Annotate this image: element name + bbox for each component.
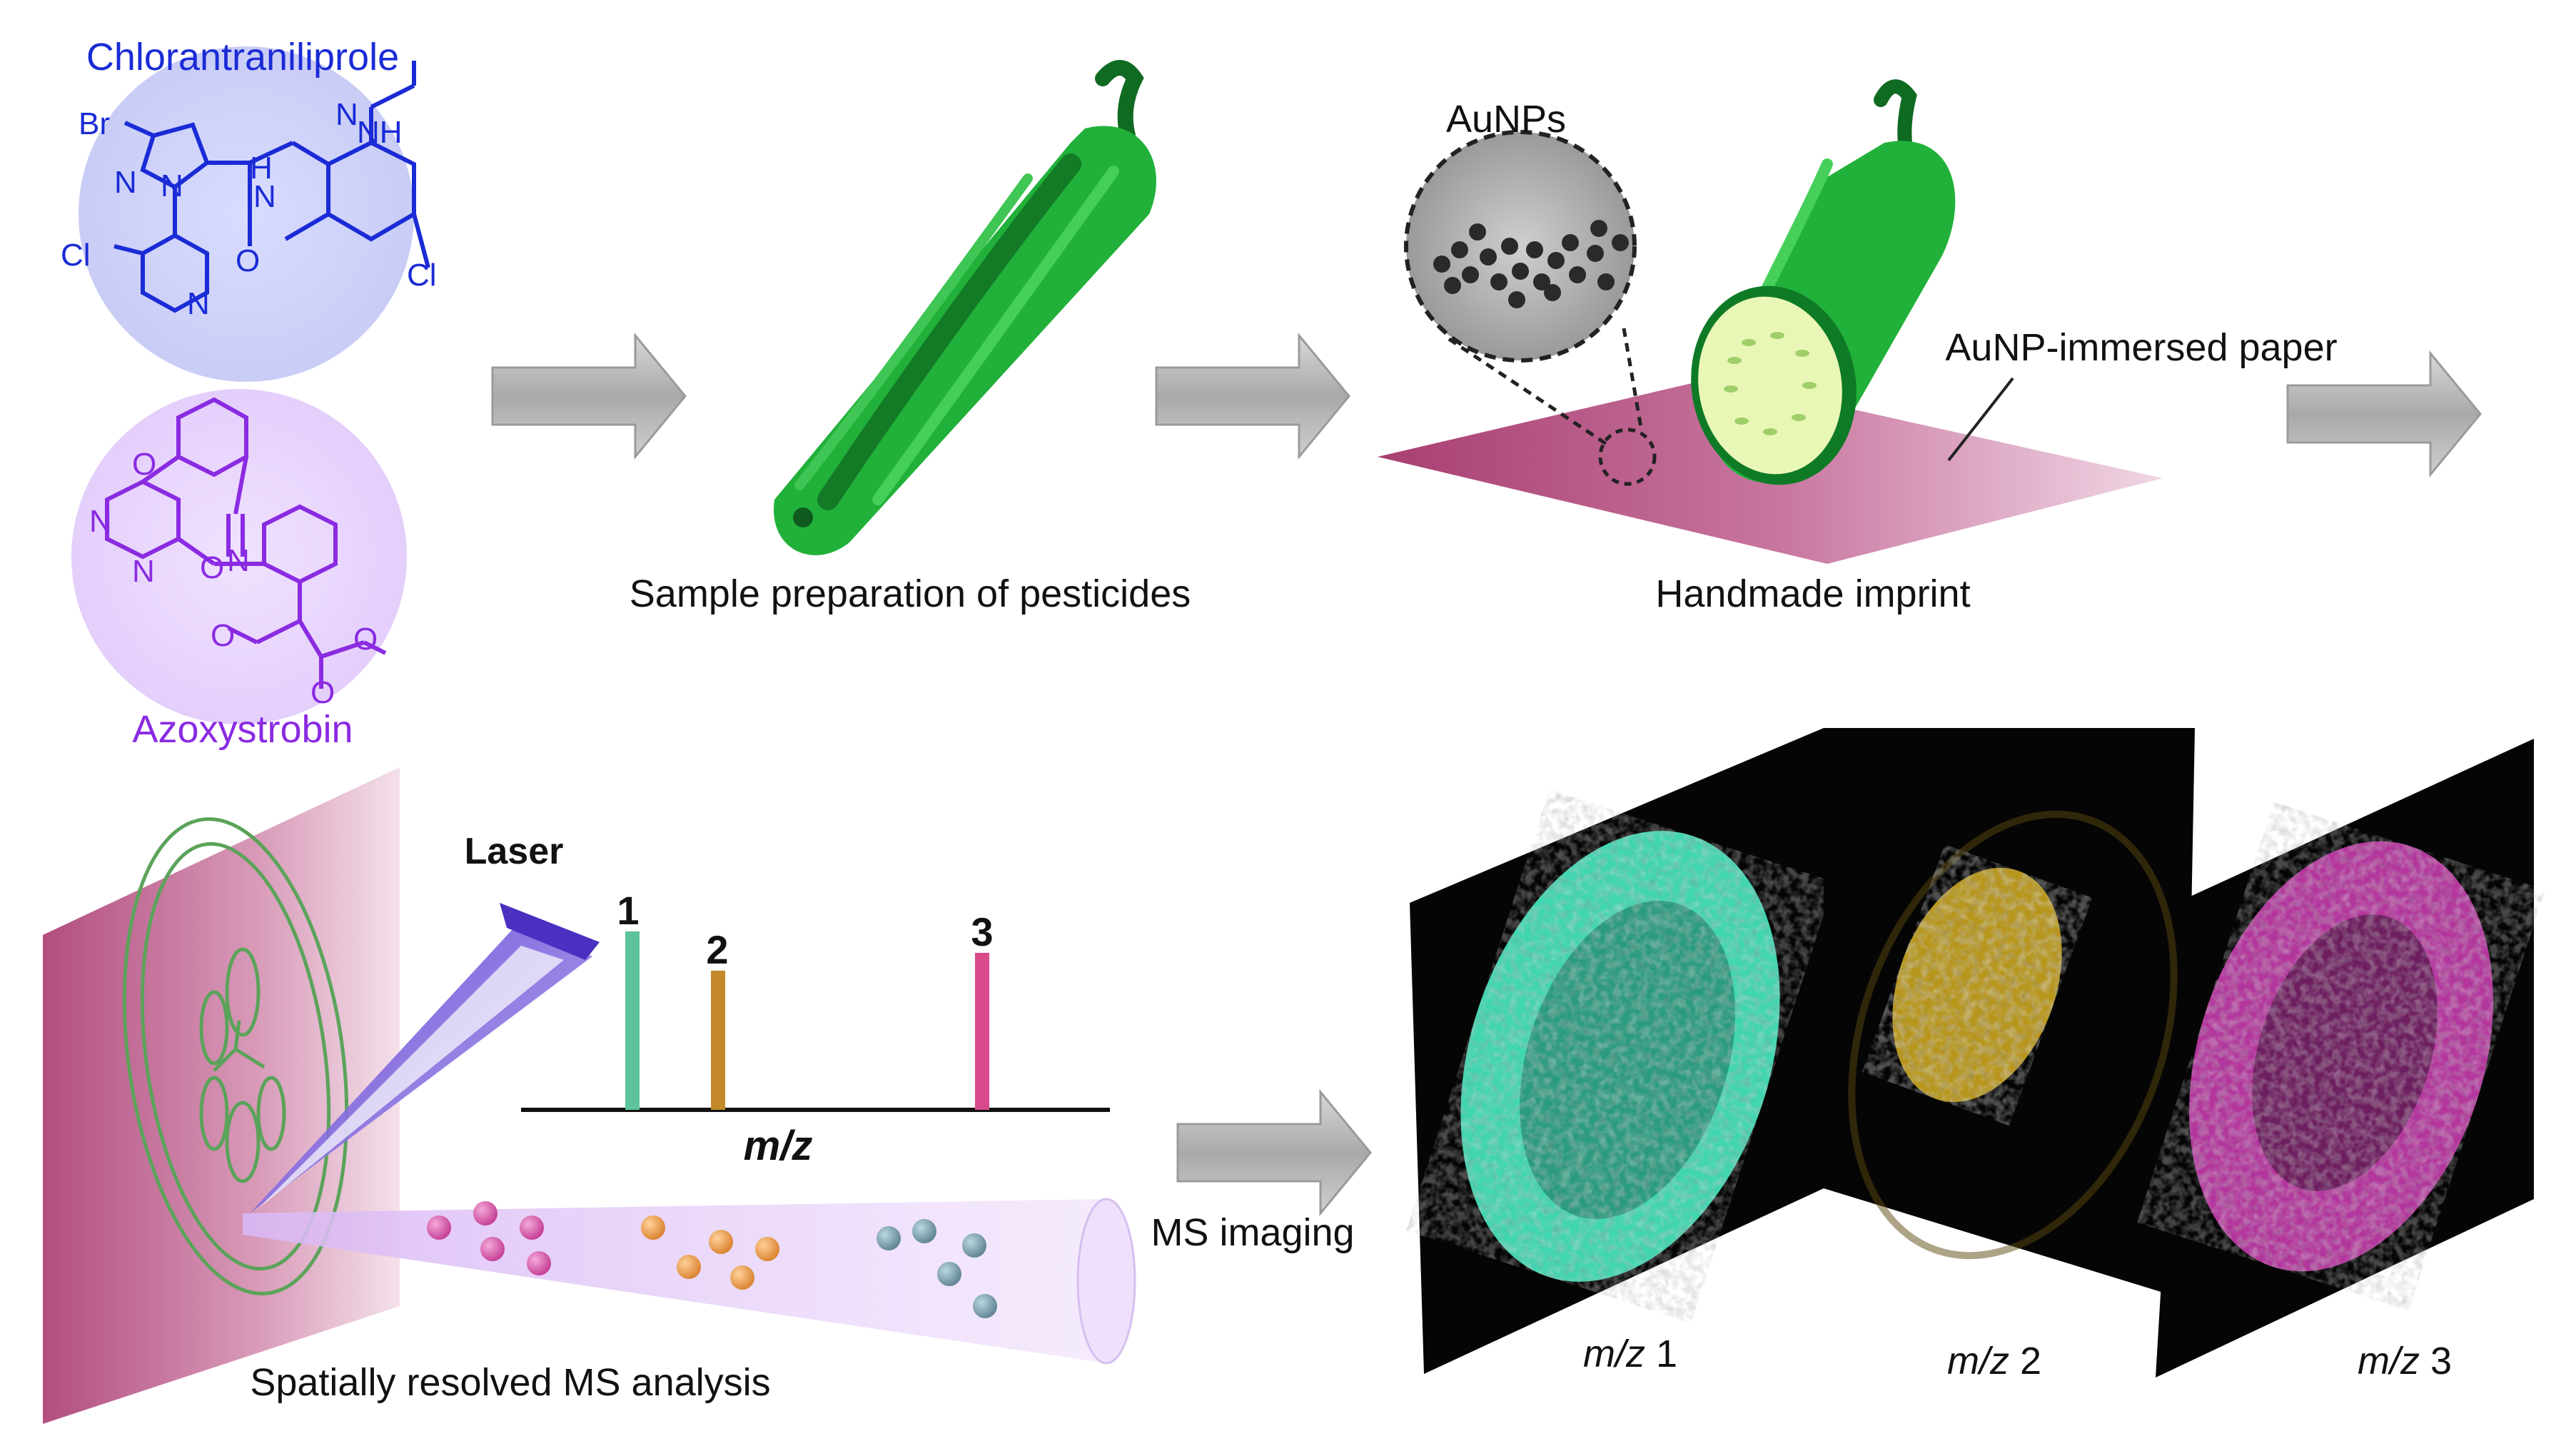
chlorantraniliprole-atoms: Br N N N Cl O H N NH Cl N xyxy=(61,97,437,321)
svg-text:Cl: Cl xyxy=(407,258,437,293)
ms-image-1 xyxy=(1410,728,1824,1374)
svg-text:Cl: Cl xyxy=(61,238,91,273)
azoxystrobin-atoms: O N N N O O O O xyxy=(89,447,378,710)
laser-label: Laser xyxy=(465,831,564,872)
svg-text:m/z: m/z xyxy=(2358,1340,2420,1382)
arrow-3 xyxy=(2286,350,2482,478)
ions-pink xyxy=(427,1201,551,1275)
chlorantraniliprole-structure xyxy=(113,61,430,313)
sample-prep-label: Sample preparation of pesticides xyxy=(630,572,1191,615)
tem-inset xyxy=(1404,130,1637,363)
svg-text:O: O xyxy=(200,550,224,585)
svg-text:N: N xyxy=(89,504,112,539)
aunps-label: AuNPs xyxy=(1446,98,1566,141)
paper-label: AuNP-immersed paper xyxy=(1945,326,2337,369)
ms-imaging-label: MS imaging xyxy=(1151,1211,1354,1254)
arrow-1 xyxy=(491,332,687,460)
svg-text:N: N xyxy=(132,554,155,589)
zoom-spot xyxy=(1598,428,1657,486)
ms-image-1-caption: m/z 1 xyxy=(1583,1333,1677,1375)
svg-text:N: N xyxy=(187,286,210,321)
chlorantraniliprole-panel: Chlorantraniliprole Br N N N xyxy=(61,36,437,382)
spectrum-peak-1-label: 1 xyxy=(617,888,639,933)
ms-image-2-caption: m/z 2 xyxy=(1947,1340,2041,1382)
ms-analysis-label: Spatially resolved MS analysis xyxy=(250,1361,770,1404)
sample-plate xyxy=(43,767,400,1424)
imprint-label: Handmade imprint xyxy=(1655,572,1970,615)
svg-text:O: O xyxy=(211,618,235,653)
ms-image-3-caption: m/z 3 xyxy=(2358,1340,2452,1382)
svg-text:H: H xyxy=(250,151,273,186)
nanoparticles xyxy=(1433,220,1629,308)
svg-text:O: O xyxy=(132,447,156,482)
svg-text:Br: Br xyxy=(79,106,110,141)
laser-beam xyxy=(250,903,600,1213)
ions-grey xyxy=(877,1219,997,1318)
azoxystrobin-name: Azoxystrobin xyxy=(132,708,353,751)
svg-text:m/z: m/z xyxy=(1947,1340,2009,1382)
spectrum-peak-2 xyxy=(711,971,725,1110)
spectrum-axis-label: m/z xyxy=(744,1123,813,1169)
spectrum-peak-3 xyxy=(975,953,989,1110)
paper-pointer-line xyxy=(1947,377,2014,462)
svg-text:N: N xyxy=(253,179,276,214)
chlorantraniliprole-backdrop xyxy=(79,46,414,382)
spectrum-peak-1 xyxy=(625,931,640,1110)
ms-image-2 xyxy=(1824,728,2195,1299)
ions-orange xyxy=(641,1215,779,1290)
svg-text:N: N xyxy=(335,97,358,132)
svg-text:3: 3 xyxy=(2430,1340,2452,1382)
arrow-4 xyxy=(1176,1088,1372,1217)
azoxystrobin-panel: O N N N O O O O Azoxystrobin xyxy=(71,389,407,751)
arrow-2 xyxy=(1155,332,1350,460)
spectrum-peak-2-label: 2 xyxy=(706,927,728,972)
ms-image-3 xyxy=(2156,739,2534,1377)
cucumber-icon xyxy=(773,60,1156,555)
mass-spectrum: 1 2 3 m/z xyxy=(521,888,1110,1169)
svg-text:O: O xyxy=(310,675,335,710)
spectrum-peak-3-label: 3 xyxy=(971,909,993,954)
svg-text:O: O xyxy=(353,622,378,657)
chlorantraniliprole-name: Chlorantraniliprole xyxy=(86,36,399,79)
svg-text:O: O xyxy=(236,243,260,278)
svg-text:N: N xyxy=(114,165,137,200)
svg-text:2: 2 xyxy=(2020,1340,2041,1382)
svg-text:1: 1 xyxy=(1656,1333,1677,1375)
svg-text:N: N xyxy=(227,543,250,578)
svg-text:NH: NH xyxy=(357,115,403,150)
azoxystrobin-structure xyxy=(105,397,387,689)
svg-text:N: N xyxy=(161,168,183,203)
imprint-scene xyxy=(1378,79,2163,564)
svg-text:m/z: m/z xyxy=(1583,1333,1645,1375)
